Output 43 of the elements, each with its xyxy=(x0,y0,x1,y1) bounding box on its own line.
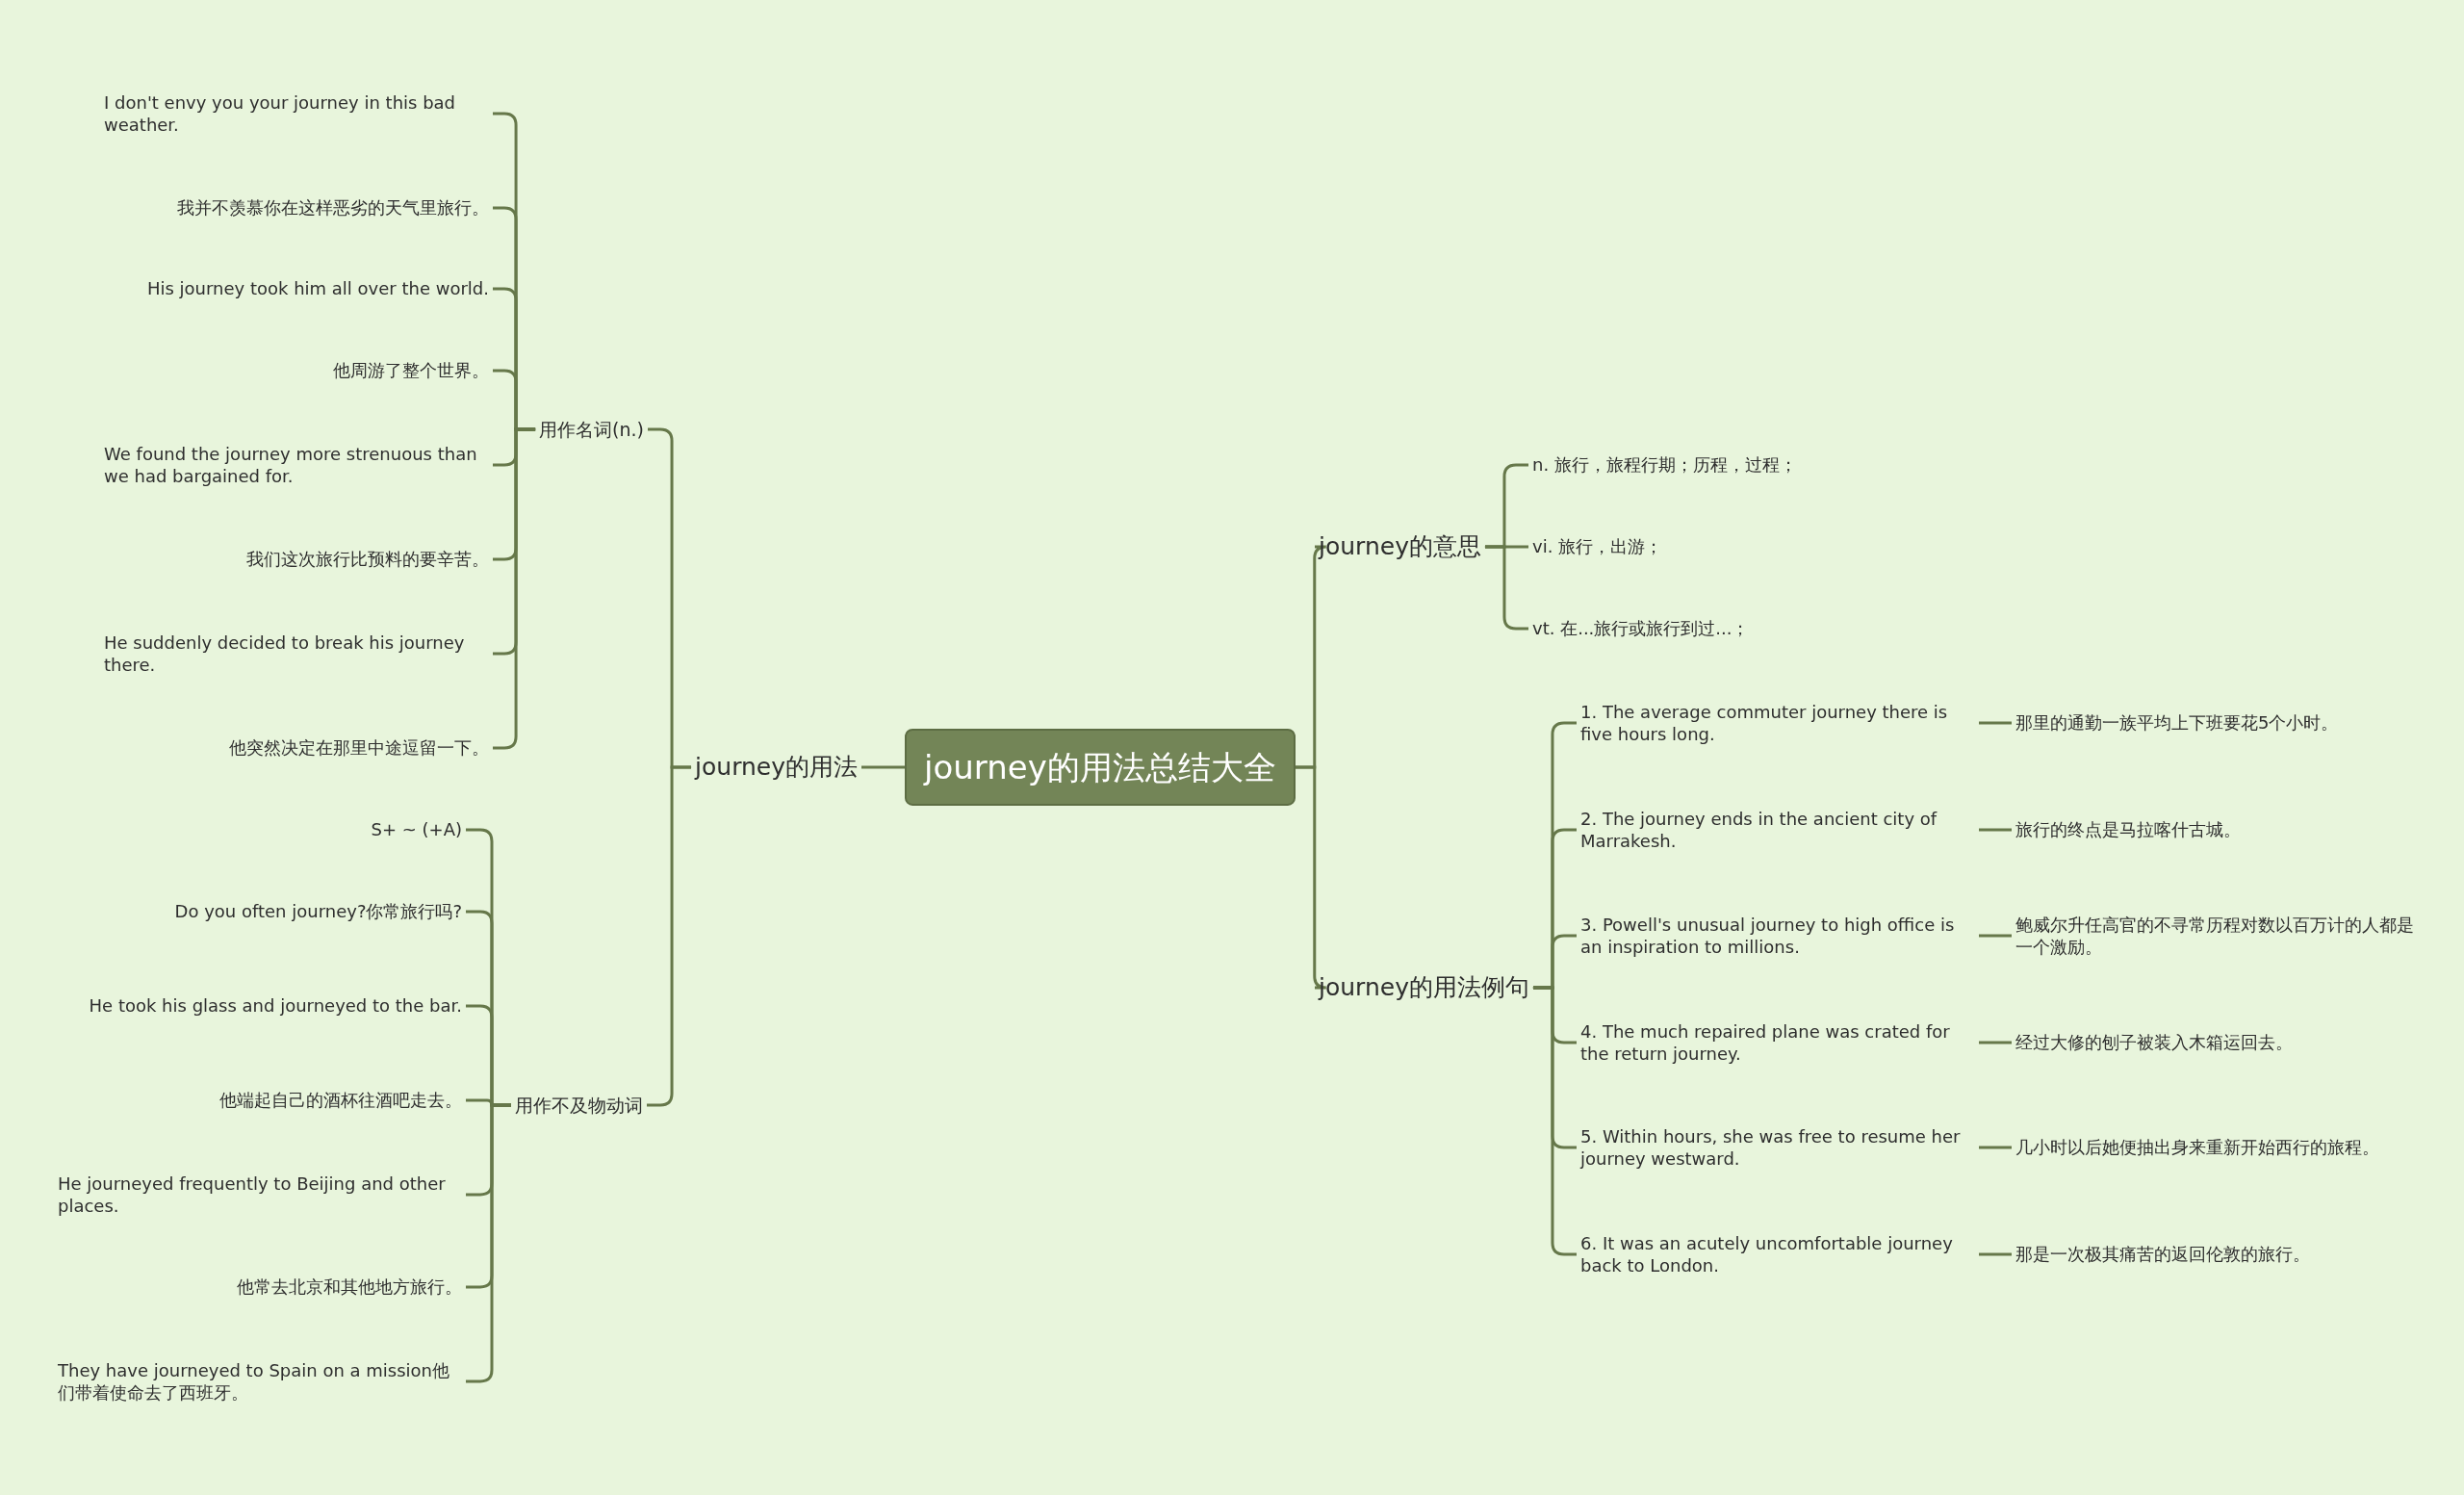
example-text: I don't envy you your journey in this bad weather. xyxy=(100,89,493,139)
example-text: 鲍威尔升任高官的不寻常历程对数以百万计的人都是一个激励。 xyxy=(2012,911,2424,961)
example-text: S+ ~ (+A) xyxy=(367,816,466,843)
branch-topic: journey的用法例句 xyxy=(1315,969,1533,1006)
example-text: 旅行的终点是马拉喀什古城。 xyxy=(2012,816,2245,843)
connector-line xyxy=(1979,1041,2012,1044)
connector-line xyxy=(1979,721,2012,725)
example-text: vi. 旅行，出游； xyxy=(1528,533,1667,560)
example-text: He suddenly decided to break his journey there. xyxy=(100,629,493,679)
example-text: Do you often journey?你常旅行吗? xyxy=(170,898,466,925)
example-text: 我并不羡慕你在这样恶劣的天气里旅行。 xyxy=(173,194,493,221)
branch-topic: journey的意思 xyxy=(1315,528,1485,565)
example-text: 那是一次极其痛苦的返回伦敦的旅行。 xyxy=(2012,1241,2314,1268)
connector-line xyxy=(1979,1146,2012,1149)
example-text: His journey took him all over the world. xyxy=(142,275,493,302)
example-text: 几小时以后她便抽出身来重新开始西行的旅程。 xyxy=(2012,1134,2383,1161)
example-text: He took his glass and journeyed to the bar. xyxy=(85,992,466,1019)
example-text: 我们这次旅行比预料的要辛苦。 xyxy=(243,546,493,573)
example-text: 他周游了整个世界。 xyxy=(329,357,493,384)
connector-line xyxy=(1979,1252,2012,1256)
example-text: 6. It was an acutely uncomfortable journey back to London. xyxy=(1577,1229,1979,1279)
example-text: vt. 在...旅行或旅行到过...； xyxy=(1528,615,1754,642)
example-text: 经过大修的刨子被装入木箱运回去。 xyxy=(2012,1029,2297,1056)
example-text: They have journeyed to Spain on a mission他们带着使命去了西班牙。 xyxy=(54,1356,466,1406)
example-text: 1. The average commuter journey there is five hours long. xyxy=(1577,698,1979,748)
branch-topic: journey的用法 xyxy=(691,749,861,786)
root-topic: journey的用法总结大全 xyxy=(905,728,1296,807)
subtopic-label: 用作不及物动词 xyxy=(511,1091,647,1120)
example-text: n. 旅行，旅程行期；历程，过程； xyxy=(1528,451,1801,478)
connector-line xyxy=(1979,934,2012,938)
example-text: 4. The much repaired plane was crated for the return journey. xyxy=(1577,1018,1979,1068)
example-text: 他常去北京和其他地方旅行。 xyxy=(233,1274,466,1301)
connector-line xyxy=(1979,828,2012,832)
subtopic-label: 用作名词(n.) xyxy=(535,415,648,444)
example-text: He journeyed frequently to Beijing and other places. xyxy=(54,1170,466,1220)
connector-line xyxy=(861,765,905,769)
example-text: 他端起自己的酒杯往酒吧走去。 xyxy=(216,1087,466,1114)
example-text: 他突然决定在那里中途逗留一下。 xyxy=(225,735,493,761)
example-text: 2. The journey ends in the ancient city of Marrakesh. xyxy=(1577,805,1979,855)
example-text: 5. Within hours, she was free to resume her journey westward. xyxy=(1577,1122,1979,1173)
example-text: 那里的通勤一族平均上下班要花5个小时。 xyxy=(2012,709,2343,736)
example-text: We found the journey more strenuous than we had bargained for. xyxy=(100,440,493,490)
example-text: 3. Powell's unusual journey to high office is an inspiration to millions. xyxy=(1577,911,1979,961)
